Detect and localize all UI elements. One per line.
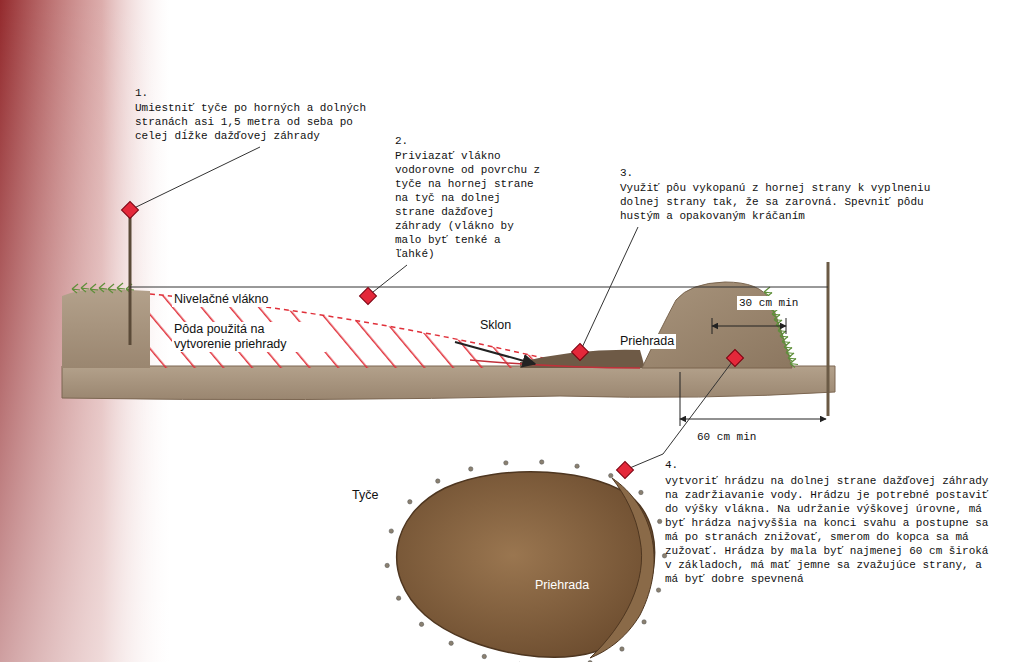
grass-tuft xyxy=(764,287,772,296)
grass-tuft xyxy=(788,353,796,362)
dimension-label: 30 cm min xyxy=(737,296,800,310)
removed-soil-label: Pôda použitá na vytvorenie priehrady xyxy=(172,322,326,352)
leader-line xyxy=(130,147,260,210)
grass-tuft xyxy=(774,315,782,324)
plan-view-garden xyxy=(397,472,655,658)
stake-dot xyxy=(657,519,661,523)
grass-tuft xyxy=(772,309,780,318)
grass-tuft xyxy=(81,283,89,292)
grass-tuft xyxy=(786,348,794,357)
stake-dot xyxy=(588,661,592,662)
plan-view-dam xyxy=(590,478,654,658)
grass-tuft xyxy=(108,284,116,293)
stake-dot xyxy=(469,467,473,471)
dam-label: Priehrada xyxy=(535,578,589,593)
callout-number: 1. xyxy=(135,86,148,100)
callout-text: vytvoriť hrádzu na dolnej strane dažďove… xyxy=(665,474,995,586)
callout-text: Priviazať vlákno vodorovne od povrchu z … xyxy=(395,149,545,261)
plan-stakes xyxy=(385,460,667,662)
stake-dot xyxy=(408,500,412,504)
dimension-tick xyxy=(786,318,787,334)
dam-cross-section xyxy=(642,282,792,368)
level-string-label: Nivelačné vlákno xyxy=(172,292,271,307)
stake-dot xyxy=(436,479,440,483)
grass-tuft xyxy=(776,320,784,329)
stake-dot xyxy=(482,654,486,658)
stake-dot xyxy=(504,461,508,465)
grass-tuft xyxy=(782,337,790,346)
dimension-label: 60 cm min xyxy=(697,430,756,444)
grass-tuft xyxy=(72,284,80,293)
grass-tuft xyxy=(790,359,798,368)
grass-tuft xyxy=(117,283,125,292)
stake-dot xyxy=(639,490,643,494)
dimension-tick xyxy=(680,372,681,426)
upper-bank xyxy=(62,289,150,368)
callout-marker xyxy=(617,462,634,479)
callout-number: 4. xyxy=(665,458,678,472)
dimension-line xyxy=(680,419,826,420)
stake-dot xyxy=(540,460,544,464)
red-band-fade xyxy=(0,0,170,662)
stake-dot xyxy=(385,563,389,567)
callout-marker xyxy=(122,202,139,219)
stake-dot xyxy=(575,464,579,468)
stake-dot xyxy=(642,620,646,624)
callout-text: Využiť pôu vykopanú z hornej strany k vy… xyxy=(620,181,965,223)
slope-arrow xyxy=(455,342,535,364)
stake-dot xyxy=(396,596,400,600)
callout-marker xyxy=(727,350,744,367)
slope-label: Sklon xyxy=(478,318,513,333)
grass-tuft xyxy=(99,283,107,292)
grass-tuft xyxy=(778,326,786,335)
stake xyxy=(129,212,132,345)
dam-label: Priehrada xyxy=(618,334,676,349)
callout-marker xyxy=(360,288,377,305)
stakes-label: Tyče xyxy=(352,488,378,503)
grass-tuft xyxy=(90,284,98,293)
grass-tuft xyxy=(784,342,792,351)
dimension-tick xyxy=(712,318,713,334)
stake-dot xyxy=(419,622,423,626)
stake-dot xyxy=(609,473,613,477)
red-band xyxy=(0,0,170,662)
grass-tuft xyxy=(780,331,788,340)
stake-dot xyxy=(656,588,660,592)
callout-number: 2. xyxy=(395,134,408,148)
soil-base xyxy=(62,366,835,400)
stake-dot xyxy=(389,529,393,533)
stake-dot xyxy=(620,647,624,651)
leader-line xyxy=(368,265,407,296)
callout-text: Umiestniť tyče po horných a dolných stra… xyxy=(135,101,380,143)
callout-marker xyxy=(572,344,589,361)
dimension-line xyxy=(712,326,786,327)
stake xyxy=(827,262,830,416)
fill-edge xyxy=(470,360,640,368)
grass xyxy=(72,283,798,368)
level-string xyxy=(130,287,828,288)
stake-dot xyxy=(449,641,453,645)
callout-number: 3. xyxy=(620,166,633,180)
